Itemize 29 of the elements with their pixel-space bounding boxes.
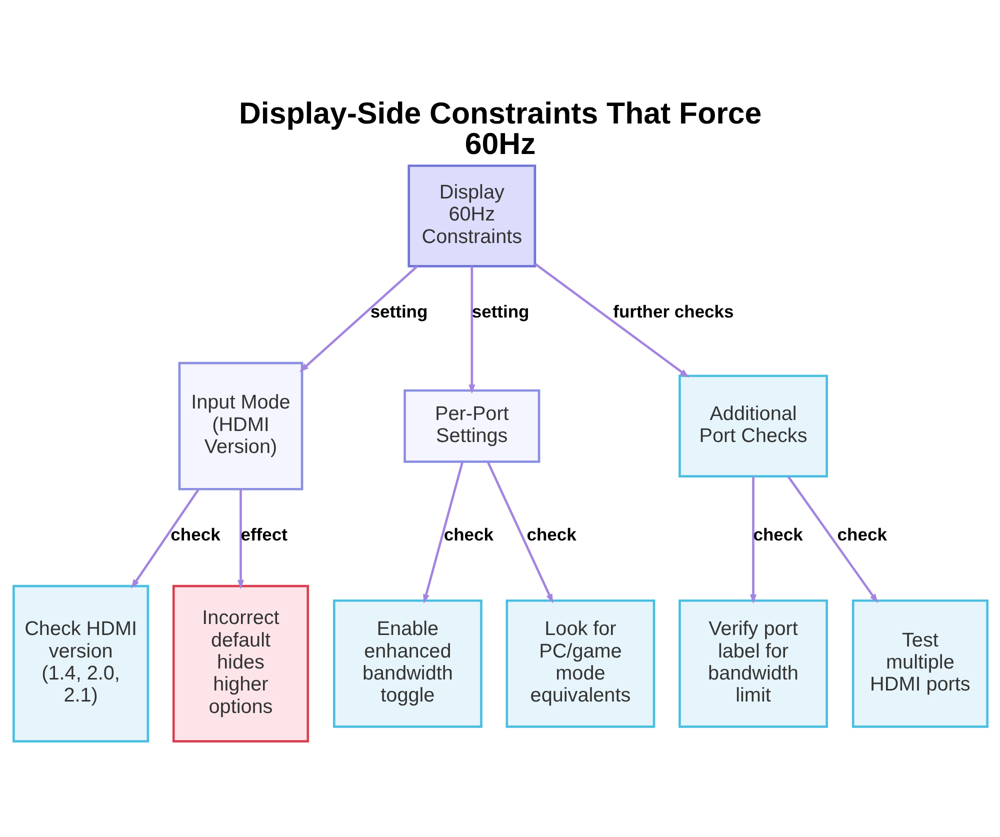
edge-label: check	[443, 524, 494, 544]
arrow	[486, 461, 553, 604]
edge-label: check	[170, 524, 220, 544]
node-box: Additional Port Checks	[678, 374, 828, 478]
arrow	[130, 488, 199, 589]
arrow	[786, 476, 878, 604]
node-box: Enable enhanced bandwidth toggle	[332, 599, 482, 728]
node-box: Test multiple HDMI ports	[851, 599, 988, 728]
node-box: Check HDMI version (1.4, 2.0, 2.1)	[12, 584, 149, 742]
node-box: Per-Port Settings	[403, 389, 540, 463]
edge-label: further checks	[612, 302, 734, 322]
arrow	[422, 462, 464, 604]
node-box: Incorrect default hides higher options	[172, 584, 309, 742]
node-box: Verify port label for bandwidth limit	[678, 599, 828, 728]
edge-label: effect	[240, 524, 287, 544]
edge-label: check	[836, 524, 886, 544]
edge-label: check	[752, 524, 802, 544]
edge-label: setting	[370, 302, 428, 322]
edge-label: check	[526, 524, 576, 544]
arrow	[236, 489, 244, 590]
arrow	[468, 266, 475, 394]
diagram-title: Display-Side Constraints That Force 60Hz	[238, 97, 762, 161]
edge-label: setting	[471, 302, 529, 322]
arrow	[749, 476, 756, 604]
arrow	[298, 265, 418, 372]
node-box: Display 60Hz Constraints	[407, 164, 536, 268]
node-box: Look for PC/game mode equivalents	[505, 599, 655, 728]
node-box: Input Mode (HDMI Version)	[178, 362, 303, 490]
arrow	[534, 262, 689, 378]
